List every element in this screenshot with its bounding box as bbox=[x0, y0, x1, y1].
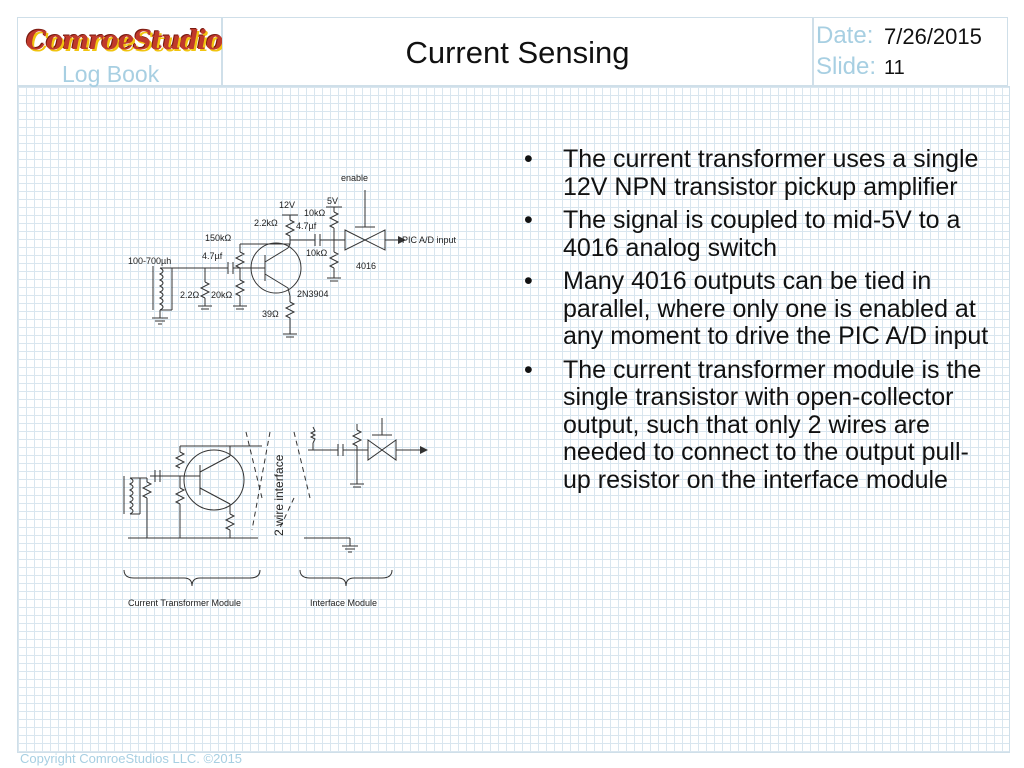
date-value: 7/26/2015 bbox=[884, 24, 982, 49]
slide-label: Slide: bbox=[816, 53, 877, 80]
label-pic-input: PIC A/D input bbox=[402, 235, 457, 245]
brand-logo: ComroeStudios bbox=[26, 26, 237, 56]
label-4-7uf-left: 4.7µf bbox=[202, 251, 223, 261]
label-5v: 5V bbox=[327, 196, 338, 206]
logo-box: ComroeStudios Log Book bbox=[17, 17, 237, 87]
label-12v: 12V bbox=[279, 200, 295, 210]
label-10k-top: 10kΩ bbox=[304, 208, 326, 218]
label-enable: enable bbox=[341, 173, 368, 183]
label-4016: 4016 bbox=[356, 261, 376, 271]
bullet-item: The signal is coupled to mid-5V to a 401… bbox=[520, 206, 990, 262]
page-title: Current Sensing bbox=[405, 35, 630, 70]
label-150k: 150kΩ bbox=[205, 233, 232, 243]
bullet-item: Many 4016 outputs can be tied in paralle… bbox=[520, 267, 990, 351]
amplifier-schematic: enable 12V 5V 10kΩ 4.7µf 2.2kΩ 150kΩ 10k… bbox=[128, 173, 457, 338]
bullet-item: The current transformer uses a single 12… bbox=[520, 145, 990, 201]
module-schematic: 2 wire interface Current Transformer Mod… bbox=[123, 418, 428, 608]
meta-box: Date: 7/26/2015 Slide: 11 bbox=[813, 17, 1008, 86]
label-2-wire-interface: 2 wire interface bbox=[272, 454, 286, 536]
label-10k-bottom: 10kΩ bbox=[306, 248, 328, 258]
date-label: Date: bbox=[816, 22, 874, 49]
logbook-label: Log Book bbox=[62, 61, 160, 87]
label-interface-module: Interface Module bbox=[310, 598, 377, 608]
label-2-2k: 2.2kΩ bbox=[254, 218, 278, 228]
label-2n3904: 2N3904 bbox=[297, 289, 329, 299]
label-20k: 20kΩ bbox=[211, 290, 233, 300]
bullet-item: The current transformer module is the si… bbox=[520, 356, 990, 495]
label-ct-module: Current Transformer Module bbox=[128, 598, 241, 608]
bullet-list: The current transformer uses a single 12… bbox=[520, 145, 990, 500]
label-inductor: 100-700µh bbox=[128, 256, 171, 266]
label-2-2ohm: 2.2Ω bbox=[180, 290, 200, 300]
slide-number: 11 bbox=[884, 57, 905, 79]
copyright-footer: Copyright ComroeStudios LLC. ©2015 bbox=[20, 751, 243, 766]
label-39ohm: 39Ω bbox=[262, 309, 279, 319]
label-4-7uf-right: 4.7µf bbox=[296, 221, 317, 231]
title-box: Current Sensing bbox=[222, 17, 813, 86]
